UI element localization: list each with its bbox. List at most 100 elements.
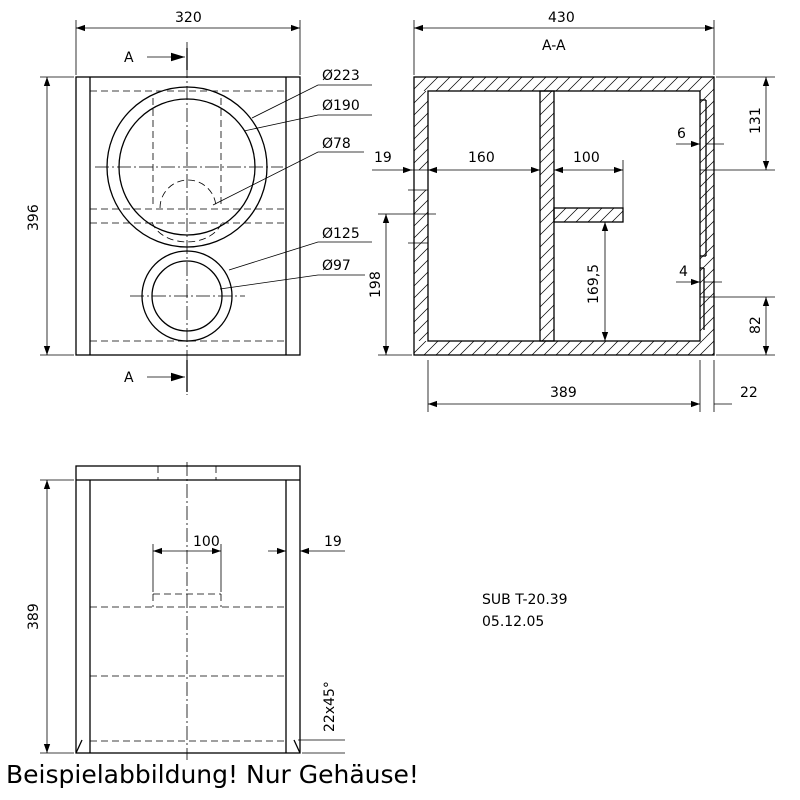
hatch-line bbox=[455, 190, 606, 341]
hatch-line bbox=[786, 91, 800, 341]
hatch-line bbox=[700, 136, 714, 152]
hatch-line bbox=[540, 292, 554, 308]
dia-label-125: Ø125 bbox=[322, 226, 360, 242]
dia-label-97: Ø97 bbox=[322, 258, 351, 274]
hatch-line bbox=[700, 208, 714, 224]
hatch-line bbox=[555, 341, 571, 355]
section-label-bottom: A bbox=[124, 370, 134, 386]
product-date: 05.12.05 bbox=[482, 614, 544, 630]
hatch-line bbox=[519, 77, 535, 91]
dim-label-top-19: 19 bbox=[324, 534, 342, 550]
hatch-line bbox=[443, 190, 594, 341]
hatch-line bbox=[414, 307, 428, 323]
hatch-line bbox=[507, 77, 523, 91]
hatch-line bbox=[687, 77, 703, 91]
hatch-line bbox=[650, 91, 800, 341]
hatch-line bbox=[627, 341, 643, 355]
hatch-line bbox=[770, 91, 800, 341]
hatch-line bbox=[540, 232, 554, 248]
hatch-line bbox=[414, 341, 415, 342]
hatch-line bbox=[724, 77, 738, 91]
hatch-line bbox=[503, 91, 582, 170]
hatch-line bbox=[459, 341, 475, 355]
section-view: A-A 430 19 160 100 bbox=[368, 10, 800, 412]
hatch-line bbox=[626, 91, 800, 341]
hatch-line bbox=[699, 77, 714, 91]
hatch-line bbox=[414, 319, 428, 335]
front-outline bbox=[75, 76, 301, 356]
hatch-line bbox=[471, 77, 487, 91]
hatch-line bbox=[700, 292, 714, 308]
hatch-line bbox=[540, 91, 553, 104]
hatch-line bbox=[540, 136, 554, 152]
section-shelf bbox=[553, 207, 624, 223]
leader-190 bbox=[243, 114, 372, 132]
hatch-line bbox=[414, 124, 428, 140]
hatch-line bbox=[675, 341, 691, 355]
leader-97 bbox=[219, 274, 365, 290]
dim-label-top-389: 389 bbox=[26, 603, 42, 630]
hatch-line bbox=[495, 77, 511, 91]
chamfer-label: 22x45° bbox=[322, 681, 338, 732]
hatch-line bbox=[651, 77, 667, 91]
hatch-line bbox=[423, 77, 439, 91]
hatch-line bbox=[700, 232, 714, 248]
top-view: 389 100 19 22x45° bbox=[26, 462, 345, 760]
dim-label-389: 389 bbox=[550, 385, 577, 401]
hatch-line bbox=[435, 77, 451, 91]
hatch-line bbox=[491, 91, 570, 170]
hatch-line bbox=[540, 148, 554, 164]
hatch-line bbox=[414, 247, 428, 263]
hatch-line bbox=[700, 160, 714, 176]
hatch-line bbox=[414, 100, 428, 116]
hatch-line bbox=[423, 341, 439, 355]
hatch-line bbox=[587, 208, 603, 222]
hatch-line bbox=[483, 341, 499, 355]
hatch-line bbox=[794, 91, 800, 341]
hatch-line bbox=[543, 341, 559, 355]
hatch-line bbox=[579, 341, 595, 355]
hatch-line bbox=[603, 77, 619, 91]
hatch-line bbox=[540, 100, 554, 116]
hatch-line bbox=[699, 341, 714, 355]
hatch-line bbox=[615, 77, 631, 91]
hatch-line bbox=[531, 341, 547, 355]
hatch-line bbox=[590, 91, 800, 341]
hatch-line bbox=[435, 341, 451, 355]
hatch-line bbox=[700, 112, 714, 128]
dim-label-4: 4 bbox=[679, 264, 688, 280]
hatch-line bbox=[483, 77, 499, 91]
hatch-line bbox=[700, 268, 714, 284]
hatch-line bbox=[563, 208, 579, 222]
hatch-line bbox=[639, 341, 655, 355]
hatch-line bbox=[414, 295, 428, 311]
hatch-line bbox=[675, 77, 691, 91]
hatch-line bbox=[599, 208, 615, 222]
leader-78 bbox=[212, 151, 364, 206]
hatch-line bbox=[554, 208, 555, 209]
caption: Beispielabbildung! Nur Gehäuse! bbox=[6, 760, 419, 789]
hatch-line bbox=[414, 199, 428, 215]
hatch-line bbox=[782, 91, 800, 341]
hatch-line bbox=[540, 316, 554, 332]
hatch-line bbox=[638, 91, 800, 341]
hatch-line bbox=[700, 256, 714, 272]
dim-label-131: 131 bbox=[748, 107, 764, 134]
front-view: A A 320 396 Ø223 Ø190 Ø78 Ø125 Ø97 bbox=[26, 10, 372, 395]
hatch-line bbox=[414, 77, 415, 78]
hatch-line bbox=[414, 259, 428, 275]
hatch-line bbox=[540, 124, 554, 140]
hatch-line bbox=[540, 91, 541, 92]
hatch-line bbox=[639, 77, 655, 91]
hatch-line bbox=[762, 91, 800, 341]
hatch-line bbox=[700, 280, 714, 296]
hatch-line bbox=[579, 77, 595, 91]
hatch-line bbox=[527, 190, 678, 341]
hatch-line bbox=[700, 91, 701, 92]
section-hatch bbox=[414, 77, 714, 355]
dim-label-19: 19 bbox=[374, 150, 392, 166]
hatch-line bbox=[700, 220, 714, 236]
product-code: SUB T-20.39 bbox=[482, 592, 568, 608]
hatch-line bbox=[495, 341, 511, 355]
